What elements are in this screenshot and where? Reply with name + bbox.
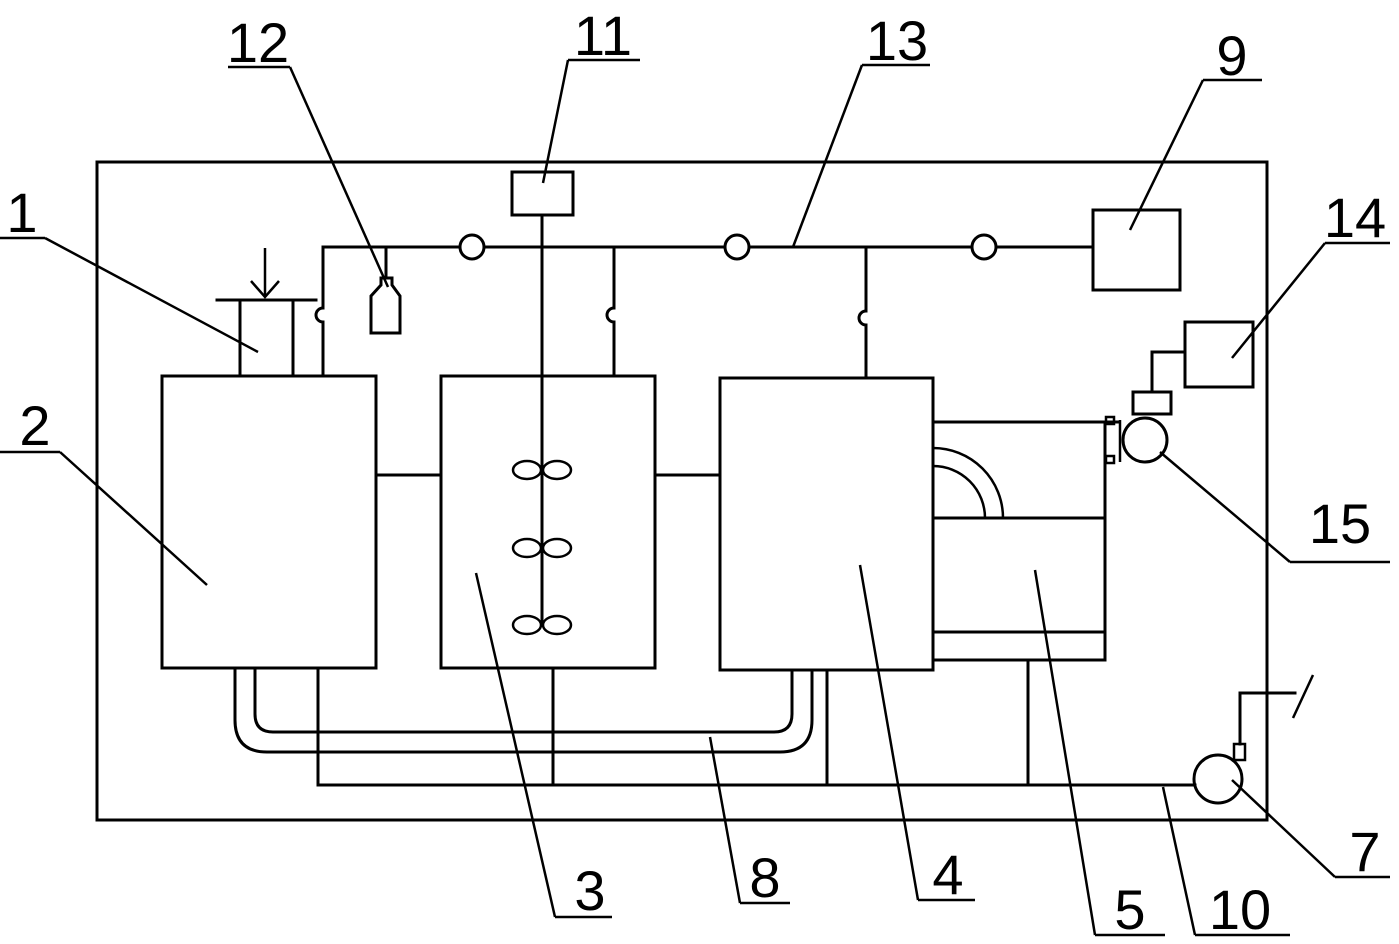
curved-tube <box>932 446 1005 519</box>
label-4: 4 <box>932 843 963 906</box>
unit-5 <box>931 420 1120 662</box>
tank-2 <box>160 374 378 670</box>
pump-15 <box>1121 416 1169 464</box>
box-14 <box>1183 320 1255 389</box>
label-2: 2 <box>19 394 50 457</box>
label-7: 7 <box>1349 820 1380 883</box>
label-12: 12 <box>227 11 289 74</box>
label-13: 13 <box>866 9 928 72</box>
label-11: 11 <box>574 4 632 67</box>
label-5: 5 <box>1114 878 1145 941</box>
label-3: 3 <box>574 859 605 922</box>
pipe-10 <box>316 658 1197 787</box>
line-14-15 <box>1150 350 1187 394</box>
label-8: 8 <box>749 846 780 909</box>
gas-line-13 <box>314 245 1095 380</box>
pump-15-flange <box>1104 415 1122 465</box>
tank-4 <box>718 376 935 672</box>
feed-pipe-1 <box>215 298 318 378</box>
pump-7 <box>1192 753 1244 805</box>
box-9 <box>1091 208 1182 292</box>
impeller-middle <box>511 537 573 559</box>
tank-3 <box>439 374 657 670</box>
pipe-8 <box>233 666 814 754</box>
pump-7-outlet <box>1232 742 1247 762</box>
pump-7-discharge <box>1238 691 1297 746</box>
label-10: 10 <box>1209 878 1271 941</box>
leader-lines <box>0 58 1390 937</box>
motor-box-11 <box>510 170 575 217</box>
valve-icon <box>458 233 486 261</box>
impeller-top <box>511 459 573 481</box>
feed-arrow-icon <box>250 248 280 299</box>
discharge-mark <box>1291 674 1315 719</box>
bottle-12 <box>369 276 402 335</box>
label-15: 15 <box>1309 492 1371 555</box>
label-1: 1 <box>6 181 37 244</box>
valve-icon <box>970 233 998 261</box>
label-14: 14 <box>1324 186 1386 249</box>
pump-15-motor <box>1131 390 1173 416</box>
valve-icon <box>723 233 751 261</box>
outer-frame <box>95 160 1269 822</box>
label-9: 9 <box>1216 24 1247 87</box>
impeller-bottom <box>511 614 573 636</box>
